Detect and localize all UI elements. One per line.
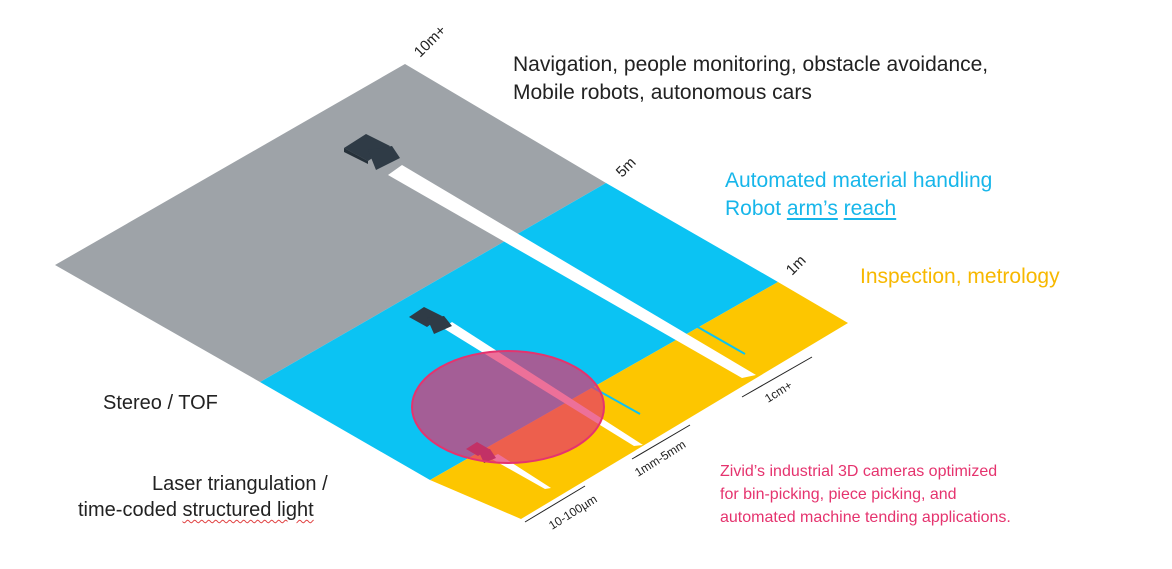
near-divider-1 [695,325,746,355]
resolution-1cm: 1cm+ [762,378,795,406]
zivid-note-line2: for bin-picking, piece picking, and [720,486,957,503]
mid-label-reach: reach [843,197,897,220]
res-tick-1cm [741,356,813,398]
laser-label-structured: structured light [182,499,314,521]
mid-label-robot: Robot [725,197,787,220]
zivid-highlight-ellipse [411,350,605,464]
zivid-note-line3: automated machine tending applications. [720,509,1011,526]
camera-icon-mid [409,307,452,334]
distance-10m: 10m+ [411,22,450,61]
res-tick-1mm [631,424,691,460]
camera-icon-far [344,134,400,170]
res-tick-10um [524,485,586,523]
far-region-label-line1: Navigation, people monitoring, obstacle … [513,53,989,76]
far-region [55,64,606,382]
distance-5m: 5m [613,154,640,181]
laser-label-line2: time-coded structured light [78,497,314,523]
near-region-label: Inspection, metrology [860,265,1060,288]
mid-label-arms: arm’s [786,197,838,220]
zivid-note-line1: Zivid’s industrial 3D cameras optimized [720,463,998,480]
far-camera-beam [388,165,756,378]
laser-label-time: time-coded [78,499,183,521]
laser-label-line1: Laser triangulation / [152,473,328,495]
mid-region-label-line1: Automated material handling [725,169,993,192]
stereo-tof-label: Stereo / TOF [103,392,218,414]
mid-region [260,183,778,480]
distance-1m: 1m [783,252,810,279]
far-region-label-line2: Mobile robots, autonomous cars [513,81,812,104]
mid-region-label-line2: Robot arm’s reach [725,195,896,223]
